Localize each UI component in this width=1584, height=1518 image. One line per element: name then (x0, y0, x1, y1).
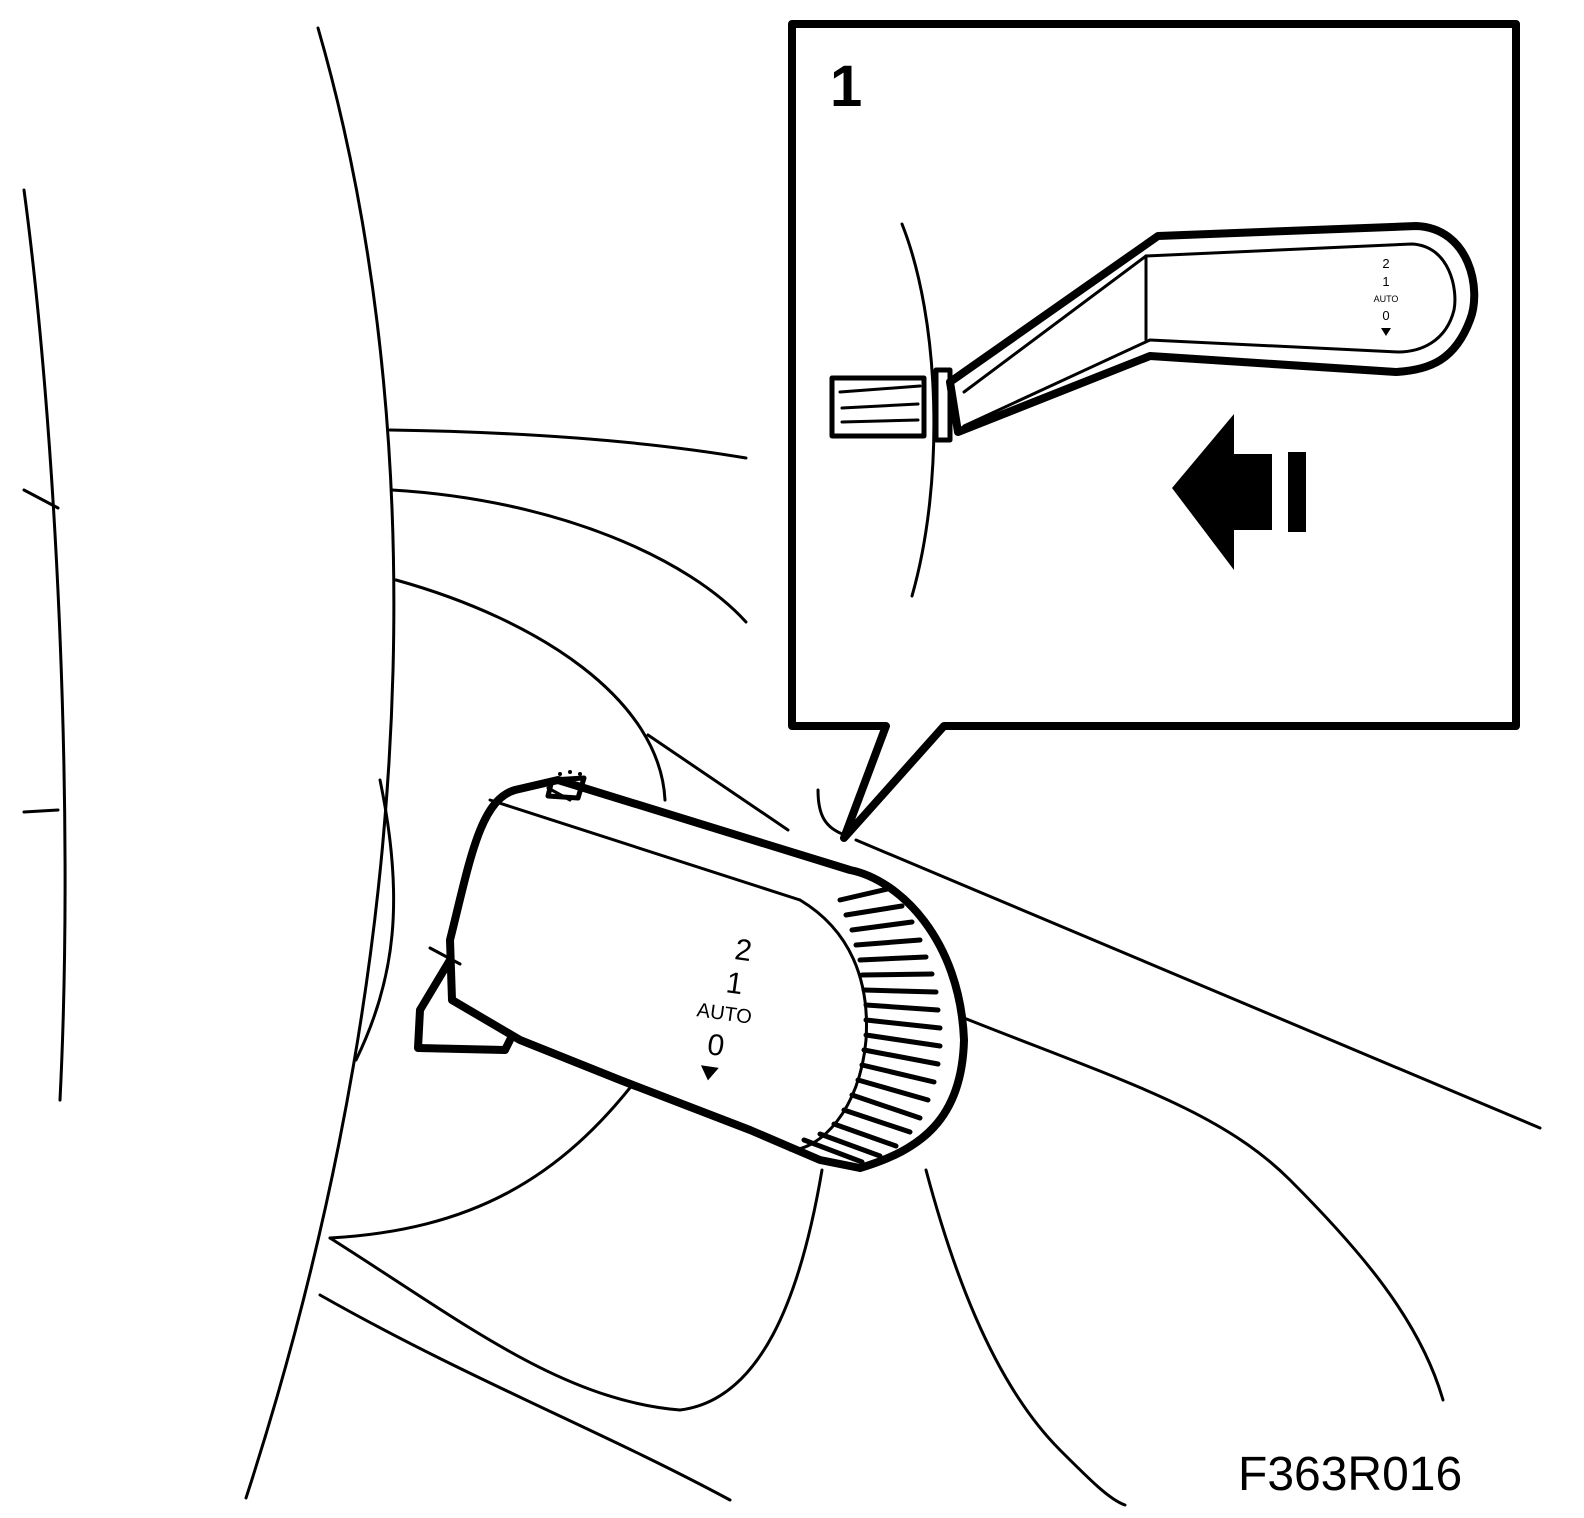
position-label-0: 0 (705, 1028, 726, 1063)
inset-position-label-0: 0 (1382, 308, 1389, 323)
inset-position-label-1: 1 (1382, 274, 1389, 289)
windshield-wiper-icon (545, 770, 587, 802)
inset-position-label-2: 2 (1382, 256, 1389, 271)
wiper-stalk: 2 1 AUTO 0 (414, 770, 968, 1172)
position-label-1: 1 (724, 966, 745, 1001)
down-arrow-icon (700, 1065, 719, 1081)
callout-number: 1 (830, 54, 862, 119)
stalk-body (446, 776, 968, 1172)
stalk-position-labels: 2 1 AUTO 0 (695, 933, 754, 1081)
inset-down-arrow-icon (1381, 328, 1391, 336)
stalk-side-view: 2 1 AUTO 0 (946, 222, 1479, 436)
knurled-ring (801, 885, 943, 1165)
position-label-2: 2 (733, 933, 754, 968)
background-lines (22, 26, 1542, 1507)
push-arrow-icon (1172, 414, 1306, 570)
callout-box: 1 2 1 AUTO 0 (788, 20, 1520, 842)
figure-id: F363R016 (1238, 1448, 1462, 1501)
inset-position-label-auto: AUTO (1374, 294, 1399, 304)
